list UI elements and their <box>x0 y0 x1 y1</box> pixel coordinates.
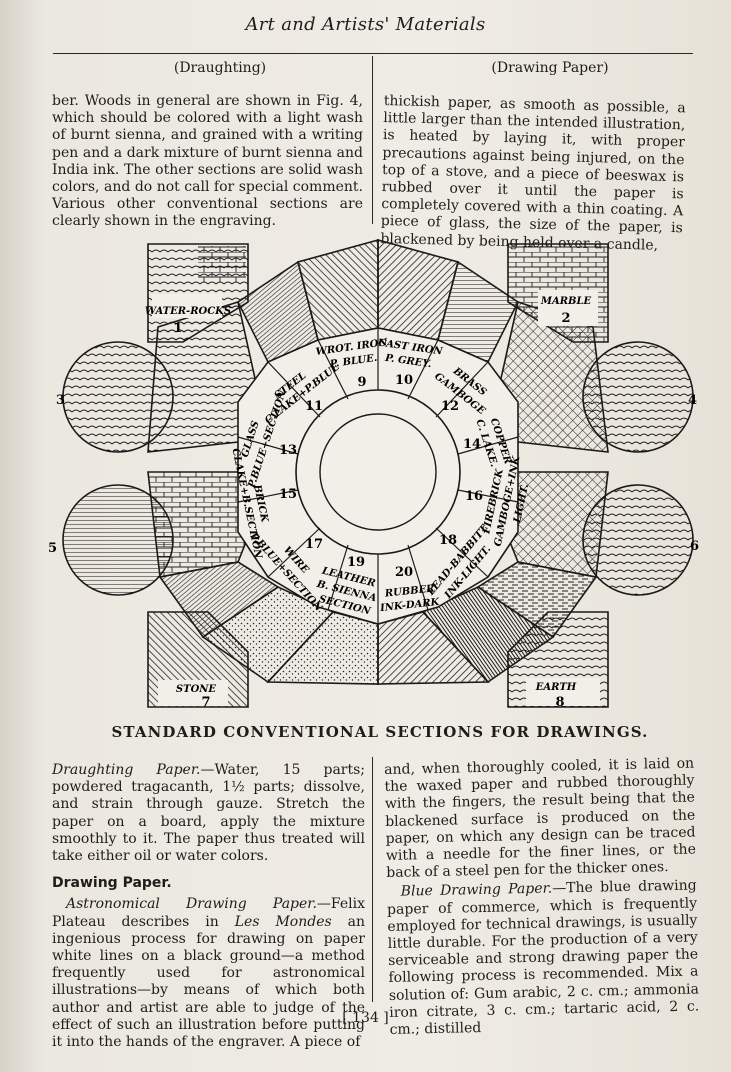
paragraph-body: —Felix Plateau describes in <box>52 896 365 930</box>
run-in-heading: Astronomical Drawing Paper. <box>66 896 317 913</box>
label-num-4: 4 <box>688 393 697 408</box>
section-heading: Drawing Paper. <box>52 875 172 892</box>
paragraph: ber. Woods in general are shown in Fig. … <box>52 93 363 230</box>
label-marble: MARBLE <box>540 296 592 307</box>
run-in-heading: Draughting Paper. <box>52 762 201 778</box>
column-heading-left: (Draughting) <box>173 60 267 76</box>
label-num-10: 10 <box>395 373 413 388</box>
paragraph: thickish paper, as smooth as possible, a… <box>380 93 686 254</box>
label-num-5: 5 <box>48 541 57 556</box>
label-num-3: 3 <box>56 393 65 408</box>
label-num-12: 12 <box>441 399 459 414</box>
paragraph-astronomical-paper: Astronomical Drawing Paper.—Felix Platea… <box>52 896 365 1051</box>
label-num-14: 14 <box>463 437 481 452</box>
page-number: [ 134 ] <box>342 1010 389 1026</box>
label-num-18: 18 <box>439 533 457 548</box>
text-top-left: ber. Woods in general are shown in Fig. … <box>52 93 363 231</box>
label-water-rocks: WATER-ROCKS <box>145 306 231 317</box>
text-top-right: thickish paper, as smooth as possible, a… <box>380 93 686 255</box>
paragraph-draughting-paper: Draughting Paper.—Water, 15 parts; powde… <box>52 762 365 865</box>
label-num-19: 19 <box>347 555 365 570</box>
run-in-heading: Blue Drawing Paper. <box>400 880 553 901</box>
label-num-9: 9 <box>357 375 366 390</box>
column-divider-top <box>372 56 373 224</box>
label-stone: STONE <box>176 684 217 695</box>
circle-section-5 <box>62 484 174 596</box>
column-divider-bottom <box>372 757 373 1002</box>
sections-figure: WATER-ROCKS 1 MARBLE 2 3 4 5 6 STONE 7 E… <box>48 238 699 710</box>
paragraph: and, when thoroughly cooled, it is laid … <box>384 755 697 882</box>
label-num-6: 6 <box>690 539 699 554</box>
label-num-17: 17 <box>305 537 323 552</box>
label-num-11: 11 <box>305 399 323 414</box>
label-num-2: 2 <box>561 311 570 326</box>
label-num-8: 8 <box>555 695 564 710</box>
running-header: Art and Artists' Materials <box>245 14 486 35</box>
circle-section-4 <box>582 341 694 453</box>
text-bottom-right: and, when thoroughly cooled, it is laid … <box>384 756 700 1040</box>
circle-section-3 <box>62 341 174 453</box>
text-bottom-left: Draughting Paper.—Water, 15 parts; powde… <box>52 762 365 1051</box>
label-num-20: 20 <box>395 565 413 580</box>
header-rule <box>53 53 693 54</box>
paragraph-body: —Water, 15 parts; powdered tragacanth, 1… <box>52 762 366 865</box>
figure-caption: STANDARD CONVENTIONAL SECTIONS FOR DRAWI… <box>111 723 649 741</box>
label-num-16: 16 <box>465 489 483 504</box>
column-heading-right: (Drawing Paper) <box>491 60 609 76</box>
label-num-7: 7 <box>201 695 210 710</box>
paragraph-body: an ingenious process for drawing on pape… <box>52 913 365 1051</box>
italic-title: Les Mondes <box>234 913 332 930</box>
label-earth: EARTH <box>535 682 577 693</box>
label-num-1: 1 <box>173 321 182 336</box>
label-num-13: 13 <box>279 443 297 458</box>
circle-section-6 <box>582 484 694 596</box>
label-rubber: RUBBER <box>383 583 435 599</box>
label-num-15: 15 <box>279 487 297 502</box>
